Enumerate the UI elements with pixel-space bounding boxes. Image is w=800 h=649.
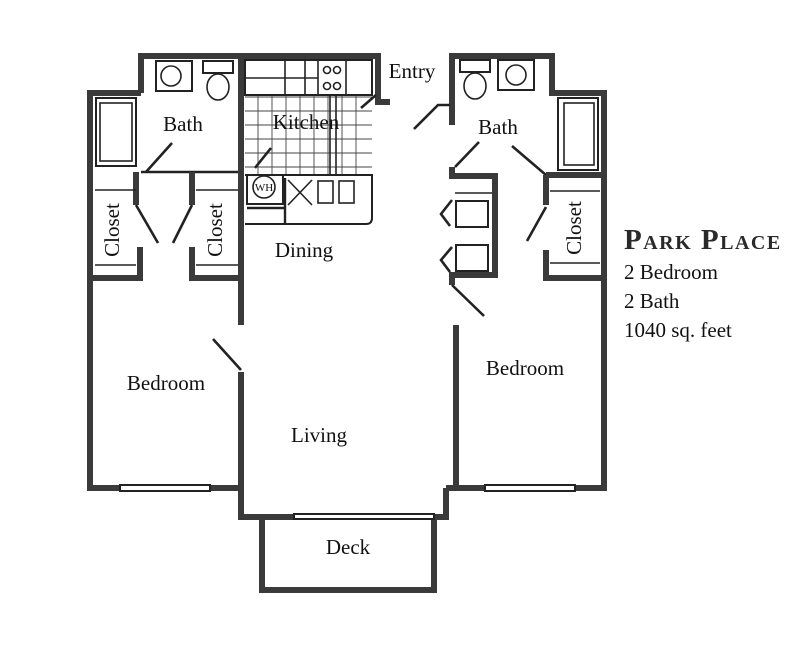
water-heater-label: WH — [255, 182, 273, 194]
floorplan-name: Park Place — [624, 224, 782, 256]
room-labels: Bath Kitchen Entry Bath Closet Closet Cl… — [100, 59, 586, 559]
bath-count: 2 Bath — [624, 289, 680, 313]
label-bath-left: Bath — [163, 112, 203, 136]
label-bedroom-left: Bedroom — [127, 371, 205, 395]
label-entry: Entry — [389, 59, 436, 83]
entry — [378, 99, 450, 130]
floorplan-info: Park Place 2 Bedroom 2 Bath 1040 sq. fee… — [624, 222, 782, 345]
label-bath-right: Bath — [478, 115, 518, 139]
windows — [119, 484, 576, 520]
label-closet-left-1: Closet — [100, 203, 124, 257]
label-dining: Dining — [275, 238, 334, 262]
exterior-walls — [87, 53, 607, 593]
label-living: Living — [291, 423, 347, 447]
label-closet-left-2: Closet — [203, 203, 227, 257]
bedroom-count: 2 Bedroom — [624, 260, 718, 284]
left-bath — [95, 60, 242, 174]
kitchen-tile-grid — [245, 95, 372, 175]
right-closets — [439, 167, 604, 488]
label-kitchen: Kitchen — [273, 110, 340, 134]
right-bath — [454, 59, 599, 176]
kitchen: WH — [244, 59, 377, 225]
interior-walls-left — [90, 56, 244, 488]
label-closet-right: Closet — [562, 201, 586, 255]
label-deck: Deck — [326, 535, 371, 559]
label-bedroom-right: Bedroom — [486, 356, 564, 380]
square-footage: 1040 sq. feet — [624, 318, 732, 342]
